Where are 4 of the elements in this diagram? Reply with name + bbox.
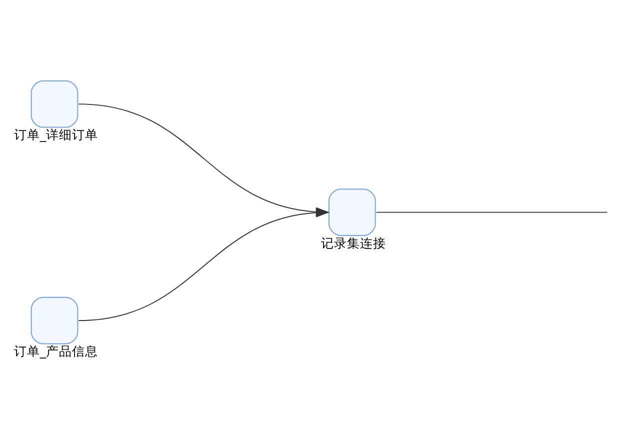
node-label: 记录集连接 [321,234,386,250]
node-label: 订单_详细订单 [14,126,98,142]
connector [376,211,608,212]
node-label: 订单_产品信息 [14,343,98,358]
